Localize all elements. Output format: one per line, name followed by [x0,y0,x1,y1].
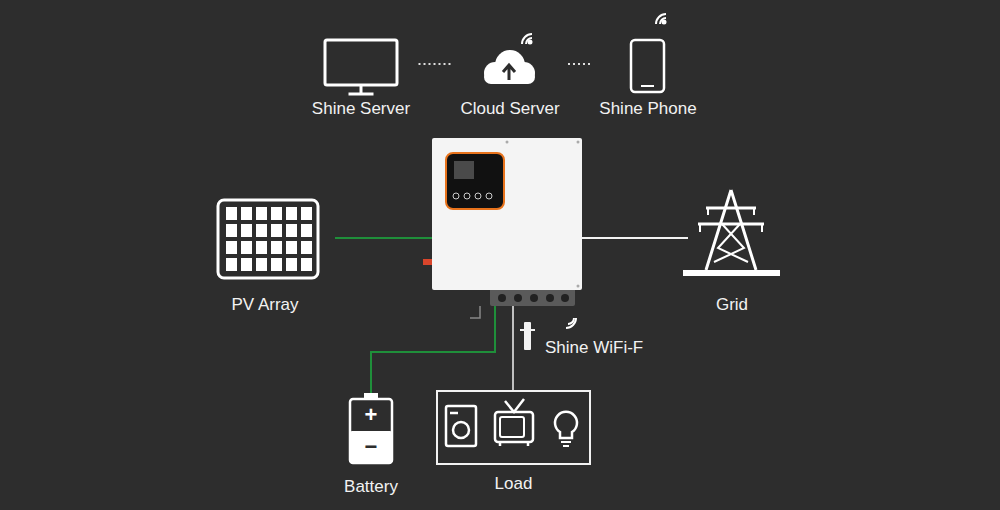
wifi-symbol [566,318,576,328]
button [453,193,459,199]
upload-arrow [503,65,515,80]
monitor-screen [325,40,397,85]
battery-cable [371,306,495,393]
caption: Grid [712,294,753,316]
grid-cable [582,237,688,239]
battery-fill [350,431,392,463]
dotted-link [568,63,591,65]
wifi-arc [656,14,666,24]
tv-feet [500,442,528,446]
minus-sign: − [361,436,381,458]
monitor-base [349,93,373,95]
dongle-ring [520,329,535,331]
meter-wire [470,306,480,318]
monitor-stand [360,86,363,93]
phone-button [641,85,654,87]
pylon-legs [706,190,756,270]
pylon-bracing [714,224,748,262]
cloud-icon [484,34,535,84]
monitor-icon [325,40,397,95]
cable-gland [530,294,538,302]
caption: Load [438,473,589,495]
cable-gland [498,294,506,302]
tv-antenna [505,399,524,412]
insulators [700,208,762,232]
phone-body [631,40,664,92]
pv-frame [218,200,318,278]
wifi-arc [660,18,666,24]
caption: Shine Server [308,98,415,120]
wifi-dot [663,21,666,24]
bulb-icon [555,412,577,438]
dc-cable [335,237,432,239]
server-node: Shine Server [308,36,415,120]
inverter-housing [432,138,582,290]
tv-icon [495,412,533,442]
wifi-symbol [522,34,532,44]
cable-gland [514,294,522,302]
wifi-arc [522,34,532,44]
phone-icon [631,14,666,92]
wifi-arc [526,38,532,44]
caption: Shine WiFi-F [545,337,648,359]
battery-body [350,399,392,463]
pv-cells [226,207,312,271]
dongle-body [524,322,531,350]
appliance-icons [446,399,577,446]
load-box: Load [436,390,591,465]
button [486,193,492,199]
bulb-base [561,442,571,446]
caption: PV Array [227,294,303,316]
cloud-node: Cloud Server [456,40,564,120]
phone-node: Shine Phone [595,36,701,120]
pv-node: PV Array [227,196,303,316]
wifi-node: Shine WiFi-F [545,337,648,359]
battery-icon [350,393,392,463]
cable-gland [561,294,569,302]
caption: Shine Phone [595,98,701,120]
dotted-link [419,63,453,65]
washer-door [453,422,469,438]
load-cable [512,306,514,390]
wifi-dot [529,41,532,44]
button [475,193,481,199]
screw [577,141,580,144]
connector-block [490,288,575,306]
grid-node: Grid [712,186,753,316]
hybrid-inverter [423,138,582,306]
washer-panel [450,412,458,415]
plus-sign: + [361,404,381,426]
wifi-arc [568,318,574,324]
dc-switch [423,259,432,265]
wifi-symbol [656,14,666,24]
caption: Battery [340,476,402,498]
pylon-base [683,270,780,276]
control-panel [446,153,504,209]
display [454,161,474,179]
screw [577,285,580,288]
pv-panel-icon [218,200,318,278]
cable-gland [546,294,554,302]
washer-icon [446,406,476,446]
screw [506,141,509,144]
button [464,193,470,199]
tv-screen [500,417,524,437]
wifi-arc [566,318,576,328]
pylon-icon [683,190,780,276]
caption: Cloud Server [456,98,564,120]
